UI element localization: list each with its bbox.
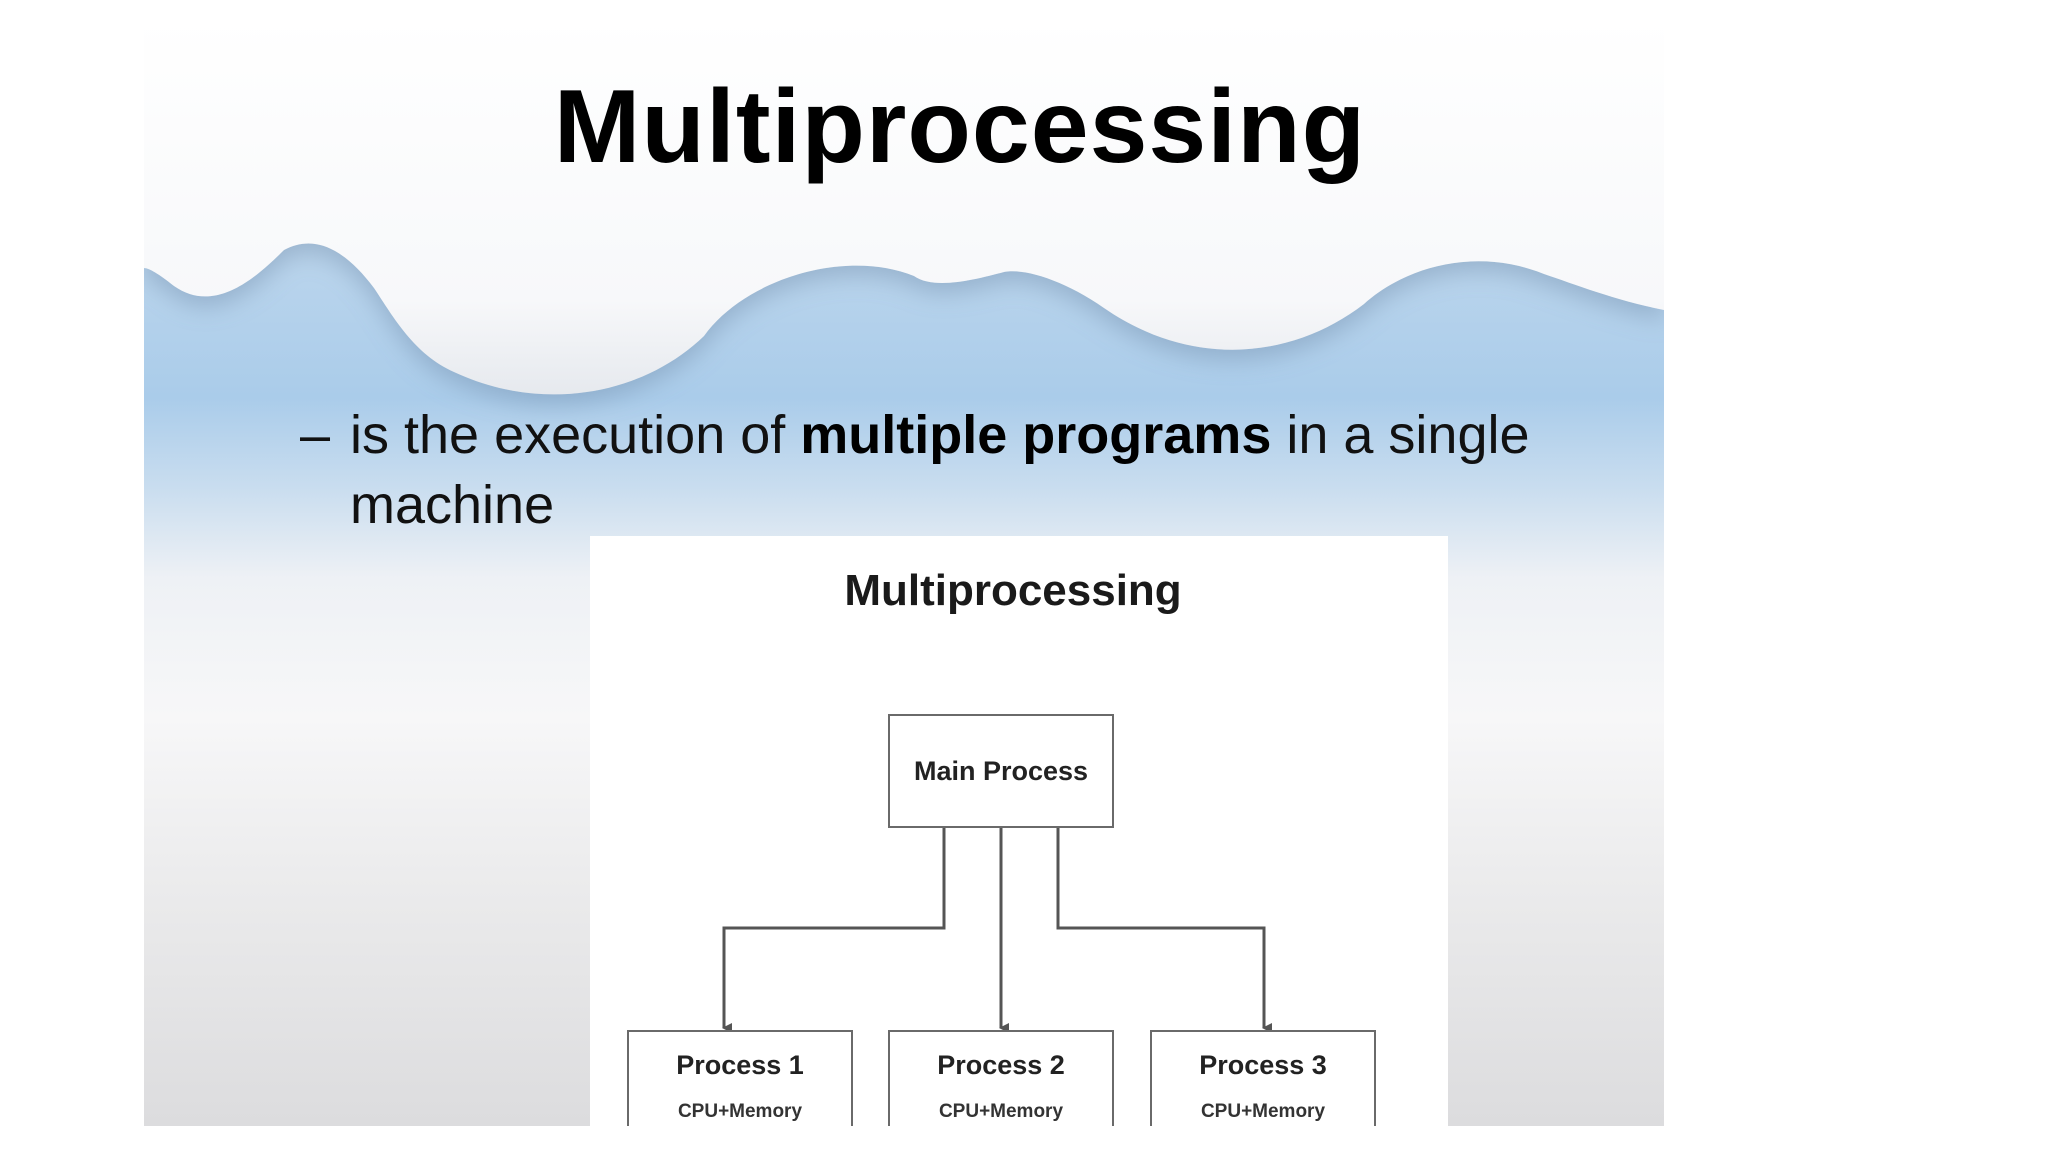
bullet-dash: –: [300, 405, 331, 465]
bullet-bold: multiple programs: [800, 405, 1272, 465]
slide-title: Multiprocessing: [553, 69, 1367, 185]
process-1-label: Process 1: [676, 1050, 804, 1080]
connector-to-process-1: [722, 828, 946, 1033]
diagram-title: Multiprocessing: [844, 566, 1182, 615]
cloud-banner: [144, 18, 1664, 395]
multiprocessing-diagram: Multiprocessing Main Process Process 1 C…: [590, 536, 1448, 1126]
process-2-box: Process 2 CPU+Memory: [888, 1030, 1114, 1126]
bullet-text: is the execution of multiple programs in…: [350, 400, 1640, 540]
connector-to-process-3: [1056, 828, 1272, 1033]
main-process-box: Main Process: [888, 714, 1114, 828]
process-3-box: Process 3 CPU+Memory: [1150, 1030, 1376, 1126]
process-3-label: Process 3: [1199, 1050, 1327, 1080]
process-3-sublabel: CPU+Memory: [1200, 1101, 1326, 1122]
bullet-suffix: in a single machine: [350, 405, 1530, 535]
connector-lines: [722, 828, 1272, 1033]
process-1-box: Process 1 CPU+Memory: [627, 1030, 853, 1126]
slide: Multiprocessing – is the execution of mu…: [144, 18, 1664, 1126]
bullet-prefix: is the execution of: [350, 405, 801, 465]
process-2-sublabel: CPU+Memory: [938, 1101, 1064, 1122]
process-2-label: Process 2: [937, 1050, 1065, 1080]
bullet-point: – is the execution of multiple programs …: [300, 400, 1640, 540]
process-1-sublabel: CPU+Memory: [677, 1101, 803, 1122]
